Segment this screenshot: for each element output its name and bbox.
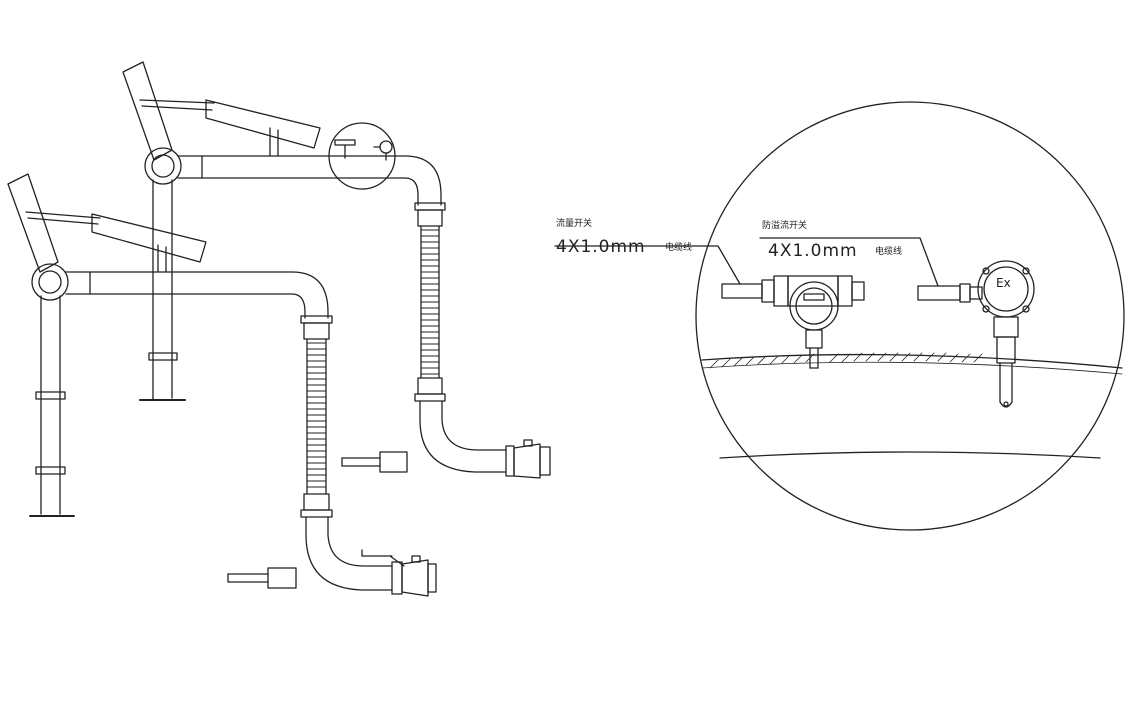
detail-view — [695, 101, 1125, 531]
front-loading-arm — [7, 173, 437, 597]
flow-switch — [554, 245, 865, 369]
overflow-switch-label: 防溢流开关 — [762, 219, 807, 231]
back-loading-arm — [122, 61, 551, 479]
overflow-switch — [759, 237, 1035, 408]
ex-mark: Ex — [996, 276, 1011, 290]
flow-switch-label: 流量开关 — [556, 217, 592, 229]
flow-switch-cable-spec: 4X1.0mm — [556, 237, 646, 257]
overflow-switch-cable-spec: 4X1.0mm — [768, 241, 858, 261]
overflow-switch-cable-label: 电缆线 — [875, 245, 902, 257]
flow-switch-cable-label: 电缆线 — [665, 241, 692, 253]
